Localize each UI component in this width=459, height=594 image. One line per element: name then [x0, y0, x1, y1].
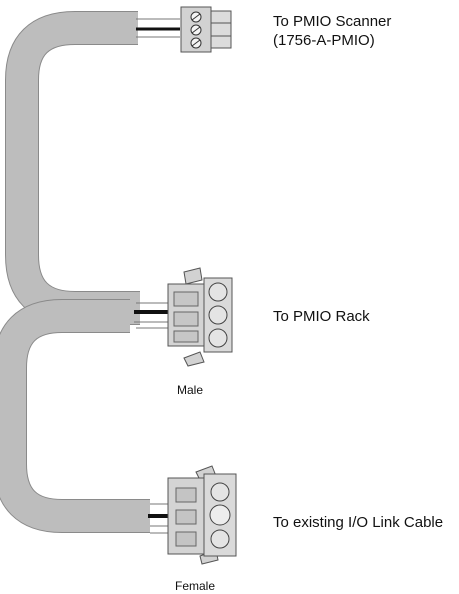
- lower-cable: [0, 299, 150, 533]
- male-label: Male: [177, 383, 204, 397]
- rack-wires: [134, 302, 168, 329]
- scanner-label-line1: To PMIO Scanner: [273, 13, 392, 30]
- scanner-label-line2: (1756-A-PMIO): [273, 32, 375, 49]
- rack-label: To PMIO Rack: [273, 308, 370, 325]
- female-circular-connector-icon: [167, 465, 237, 565]
- male-circular-connector-icon: [167, 267, 233, 367]
- female-label: Female: [175, 579, 216, 593]
- scanner-wires: [136, 18, 180, 38]
- link-wires: [148, 503, 170, 534]
- existing-cable-label: To existing I/O Link Cable: [273, 514, 444, 531]
- terminal-block-plug-icon: [180, 6, 232, 53]
- upper-cable: [5, 11, 140, 325]
